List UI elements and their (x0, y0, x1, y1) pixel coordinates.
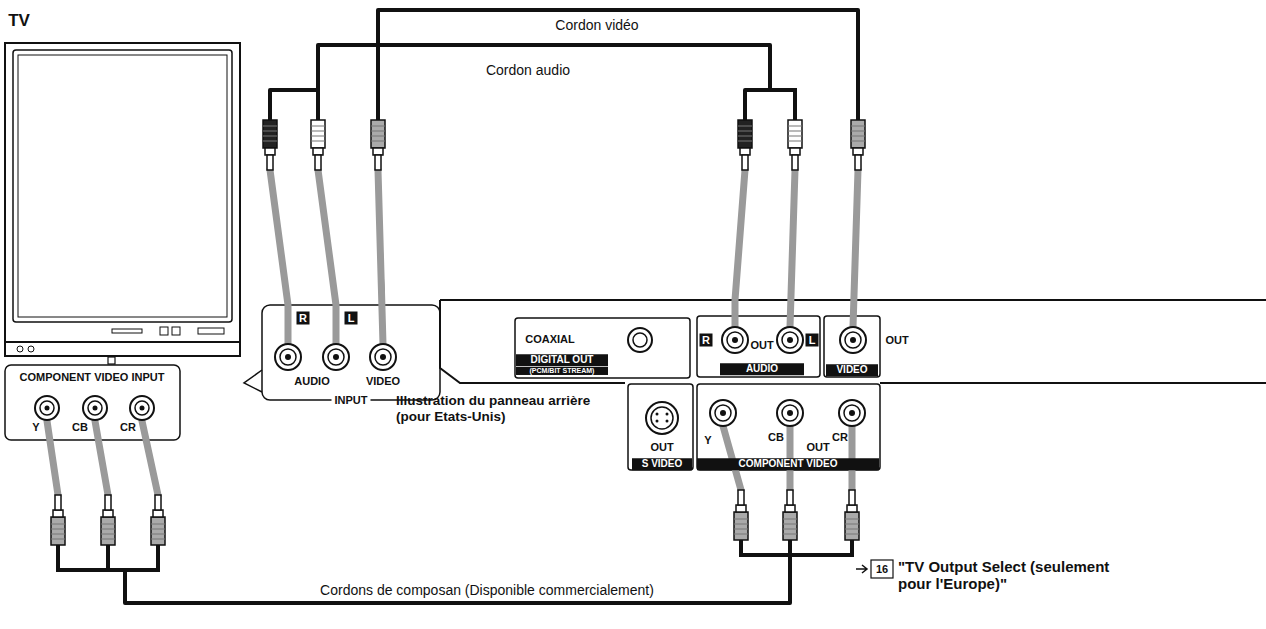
jack-label: OUT (650, 441, 673, 454)
channel-badge: R (297, 312, 310, 325)
panel-band-label: DIGITAL OUT (516, 354, 608, 366)
caption-note: Illustration du panneau arrière (pour Et… (396, 393, 622, 424)
cable-label: Cordon vidéo (553, 17, 640, 33)
jack-label: COAXIAL (525, 333, 575, 346)
panel-band-label: (PCM/BIT STREAM) (516, 367, 608, 375)
channel-badge: R (700, 334, 713, 347)
panel-band-label: AUDIO (720, 363, 804, 375)
cable (98, 440, 790, 603)
jack-label: CR (832, 431, 848, 444)
jack-label: Y (32, 421, 39, 434)
jack-label: AUDIO (294, 375, 329, 388)
cable (270, 45, 770, 305)
caption-note: "TV Output Select (seulement pour l'Euro… (898, 558, 1130, 593)
component-input-panel: COMPONENT VIDEO INPUT Y CB CR (5, 365, 180, 440)
jack-label: CB (72, 421, 88, 434)
jack-label: VIDEO (366, 375, 400, 388)
tv-input-panel: RLAUDIOVIDEOINPUT (262, 305, 440, 400)
jack-label: OUT (806, 441, 829, 454)
channel-badge: L (806, 334, 819, 347)
jack-label: Y (704, 434, 711, 447)
panel-band-label: S VIDEO (632, 458, 692, 470)
jack-label: CB (768, 431, 784, 444)
jack-label: CR (120, 421, 136, 434)
tv-set: TV (3, 8, 243, 358)
jack-label: TV (8, 11, 30, 31)
channel-badge: L (345, 312, 358, 325)
jack-label: INPUT (332, 394, 371, 407)
jack-label: OUT (750, 339, 773, 352)
panel-band-label: VIDEO (826, 364, 878, 376)
cable-label: Cordons de composan (Disponible commerci… (318, 582, 656, 598)
jack-label: OUT (885, 334, 908, 347)
cable-label: Cordon audio (484, 62, 572, 78)
panel-band-label: COMPONENT VIDEO (697, 458, 879, 470)
dvd-rear-panel: COAXIAL R OUT L AUDIO OUT VIDEO DIGITAL OUT(PCM… (440, 300, 1266, 473)
page-reference: 16 (876, 563, 888, 576)
jack-label: COMPONENT VIDEO INPUT (20, 371, 165, 384)
cable (378, 10, 858, 305)
